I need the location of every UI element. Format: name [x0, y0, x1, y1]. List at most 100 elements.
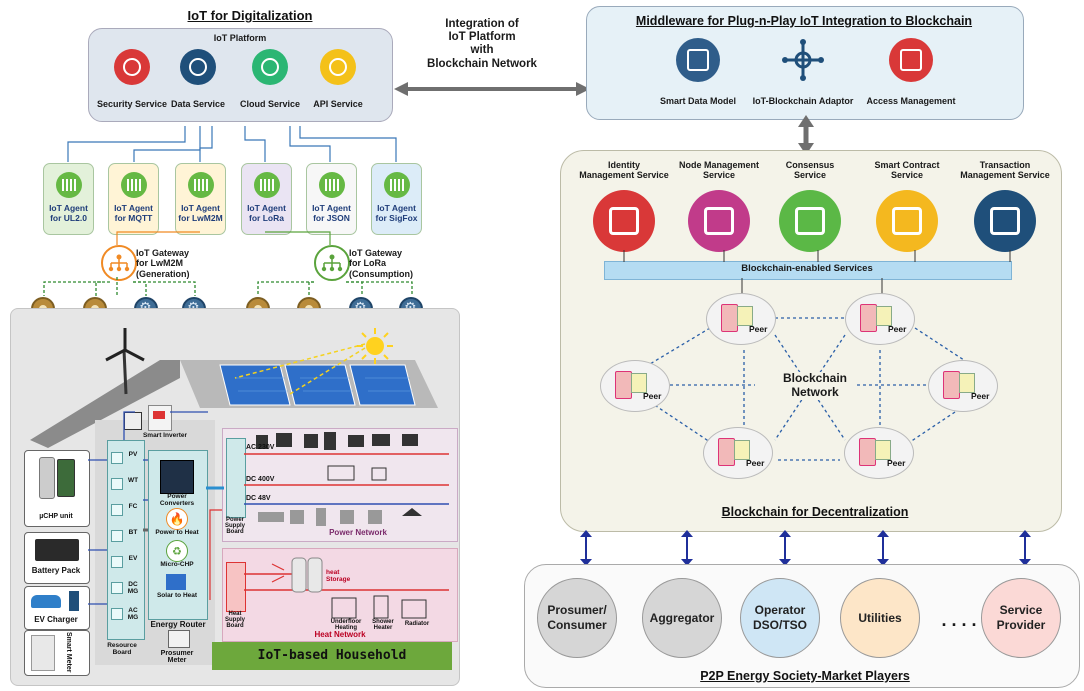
smart-meter-label: Smart Meter	[65, 632, 72, 673]
iot-service-label: Cloud Service	[239, 99, 301, 109]
gateway-lora-label: IoT Gateway for LoRa (Consumption)	[349, 248, 413, 279]
agent-icon	[56, 172, 82, 198]
iot-service-label: API Service	[313, 99, 363, 109]
ev-charger-label: EV Charger	[34, 615, 78, 624]
market-link-arrow	[1017, 530, 1033, 571]
shower-label: Shower Heater	[372, 619, 394, 631]
blockchain-network-label: Blockchain Network	[775, 371, 855, 400]
middleware-item-label: Smart Data Model	[659, 96, 737, 106]
peer-label: Peer	[887, 458, 906, 468]
battery-panel	[24, 532, 90, 584]
middleware-item-label: Access Management	[866, 96, 956, 106]
market-player: Operator DSO/TSO	[740, 578, 820, 658]
blockchain-service-label: Identity Management Service	[579, 160, 669, 181]
gateway-lora-icon	[314, 245, 350, 281]
bus-label: WT	[127, 477, 139, 484]
bus-label: AC MG	[127, 607, 139, 621]
peer-node: Peer	[928, 360, 998, 412]
smart-meter-panel	[24, 630, 90, 676]
database-icon	[180, 49, 216, 85]
peer-node: Peer	[600, 360, 670, 412]
iot-agent-label: IoT Agent for JSON	[312, 203, 351, 223]
iot-agent-card: IoT Agent for SigFox	[371, 163, 422, 235]
market-player: Service Provider	[981, 578, 1061, 658]
peer-label: Peer	[746, 458, 765, 468]
iot-title: IoT for Digitalization	[187, 8, 313, 23]
blockchain-service-label: Node Management Service	[678, 160, 759, 181]
blockchain-service-label: Consensus Service	[785, 160, 835, 181]
power-converters-label: Power Converters	[159, 493, 195, 507]
energy-router-label: Energy Router	[150, 620, 206, 629]
blockchain-services-bar-label: Blockchain-enabled Services	[741, 263, 873, 274]
heat-supply-board	[226, 562, 246, 612]
market-player: Utilities	[840, 578, 920, 658]
sun-icon	[357, 328, 393, 364]
agent-icon	[319, 172, 345, 198]
smart-inverter-icon	[148, 405, 172, 431]
blockchain-service-label: Transaction Management Service	[960, 160, 1050, 181]
middleware-panel	[586, 6, 1024, 120]
bus-label: DC MG	[127, 581, 139, 595]
iot-agent-label: IoT Agent for LoRa	[247, 203, 286, 223]
iot-agent-card: IoT Agent for UL2.0	[43, 163, 94, 235]
bus-label: FC	[128, 503, 138, 510]
nodes-icon	[688, 190, 750, 252]
bus-port	[111, 582, 123, 594]
ac-230v-label: AC 230V	[246, 444, 275, 451]
blockchain-service-label: Smart Contract Service	[874, 160, 940, 181]
iot-agent-card: IoT Agent for MQTT	[108, 163, 159, 235]
bus-port	[111, 452, 123, 464]
prosumer-meter-icon	[168, 630, 190, 648]
iot-agent-label: IoT Agent for UL2.0	[49, 203, 88, 223]
uchp-label: µCHP unit	[39, 513, 73, 520]
wind-turbine-icon	[105, 328, 145, 395]
house-wiring	[88, 411, 224, 605]
heat-lines	[244, 557, 449, 619]
iot-agent-card: IoT Agent for LwM2M	[175, 163, 226, 235]
bus-port	[111, 608, 123, 620]
gateway-lwm2m-icon	[101, 245, 137, 281]
bus-port	[111, 478, 123, 490]
bus-label: BT	[128, 529, 138, 536]
middleware-title: Middleware for Plug-n-Play IoT Integrati…	[635, 14, 973, 28]
solar-to-heat-icon	[166, 574, 186, 590]
household-label-text: IoT-based Household	[257, 648, 407, 663]
agent-icon	[121, 172, 147, 198]
bus-label: EV	[128, 555, 138, 562]
users-icon	[889, 38, 933, 82]
house-roof	[30, 360, 438, 448]
power-converter-icon	[160, 460, 194, 494]
heat-supply-board-label: Heat Supply Board	[224, 611, 245, 629]
peer-node: Peer	[844, 427, 914, 479]
grid-icon	[676, 38, 720, 82]
market-link-arrow	[679, 530, 695, 571]
uchp-panel	[24, 450, 90, 527]
bus-port	[111, 530, 123, 542]
peer-label: Peer	[888, 324, 907, 334]
dc-48v-label: DC 48V	[246, 495, 271, 502]
power-to-heat-icon: 🔥	[166, 508, 188, 530]
integration-label: Integration of IoT Platform with Blockch…	[427, 18, 537, 70]
market-ellipsis: . . . .	[941, 610, 977, 630]
market-title: P2P Energy Society-Market Players	[700, 669, 910, 683]
bus-port	[111, 556, 123, 568]
market-link-arrow	[875, 530, 891, 571]
gateway-lwm2m-label: IoT Gateway for LwM2M (Generation)	[136, 248, 190, 279]
agent-icon	[188, 172, 214, 198]
radiator-label: Radiator	[404, 621, 430, 627]
peer-label: Peer	[971, 391, 990, 401]
power-supply-board	[226, 438, 246, 518]
power-to-heat-label: Power to Heat	[155, 529, 199, 536]
agent-icon	[384, 172, 410, 198]
sunlight-rays	[234, 343, 366, 395]
cloud-icon	[252, 49, 288, 85]
blockchain-connectors	[623, 250, 1011, 461]
iot-agent-label: IoT Agent for LwM2M	[178, 203, 223, 223]
battery-label: Battery Pack	[31, 566, 81, 575]
peer-node: Peer	[845, 293, 915, 345]
resource-board-label: Resource Board	[107, 642, 137, 656]
wallet-icon	[593, 190, 655, 252]
handshake-icon	[974, 190, 1036, 252]
peer-node: Peer	[703, 427, 773, 479]
solar-to-heat-label: Solar to Heat	[156, 592, 198, 599]
